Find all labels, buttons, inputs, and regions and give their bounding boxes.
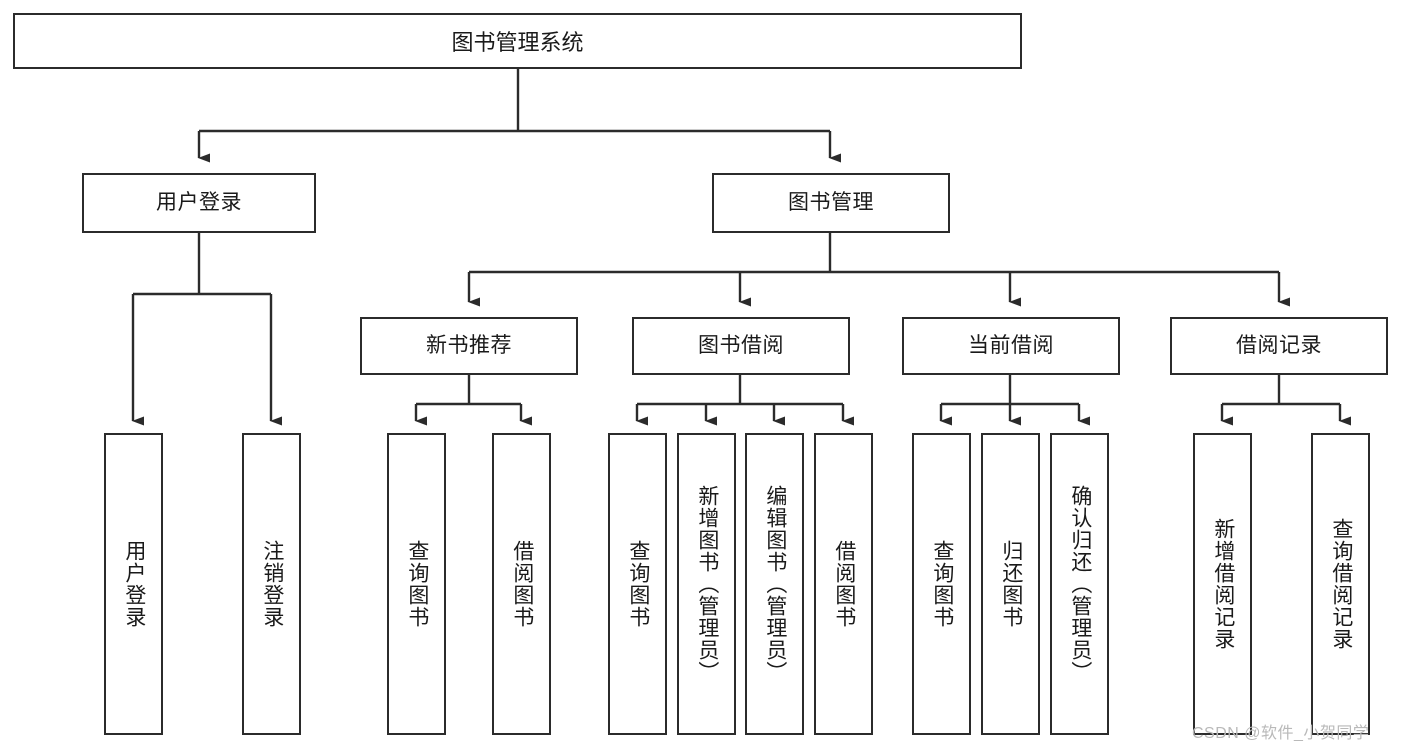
leaf-label: 借阅图书 (832, 540, 856, 628)
leaf-label: 注销登录 (260, 540, 284, 628)
leaf-logout[interactable]: 注销登录 (242, 433, 301, 735)
node-book-borrow[interactable]: 图书借阅 (632, 317, 850, 375)
leaf-borrow-book-recommend[interactable]: 借阅图书 (492, 433, 551, 735)
leaf-label: 借阅图书 (510, 540, 534, 628)
node-label: 图书管理系统 (451, 30, 584, 55)
node-book-management[interactable]: 图书管理 (712, 173, 950, 233)
leaf-label: 查询图书 (626, 540, 650, 628)
node-label: 借阅记录 (1236, 334, 1322, 358)
leaf-add-book-admin[interactable]: 新增图书（管理员） (677, 433, 736, 735)
leaf-label: 查询图书 (930, 540, 954, 628)
leaf-return-book[interactable]: 归还图书 (981, 433, 1040, 735)
node-label: 用户登录 (156, 191, 242, 215)
node-current-borrow[interactable]: 当前借阅 (902, 317, 1120, 375)
leaf-query-book-borrow[interactable]: 查询图书 (608, 433, 667, 735)
leaf-label: 查询图书 (405, 540, 429, 628)
leaf-user-login[interactable]: 用户登录 (104, 433, 163, 735)
node-borrow-records[interactable]: 借阅记录 (1170, 317, 1388, 375)
leaf-label: 新增图书（管理员） (695, 485, 719, 683)
leaf-borrow-book[interactable]: 借阅图书 (814, 433, 873, 735)
node-label: 新书推荐 (426, 334, 512, 358)
node-user-login[interactable]: 用户登录 (82, 173, 316, 233)
node-new-book-recommend[interactable]: 新书推荐 (360, 317, 578, 375)
node-root-system[interactable]: 图书管理系统 (13, 13, 1022, 69)
watermark: CSDN @软件_小贺同学 (1192, 725, 1370, 742)
leaf-query-borrow-record[interactable]: 查询借阅记录 (1311, 433, 1370, 735)
leaf-query-book-current[interactable]: 查询图书 (912, 433, 971, 735)
leaf-label: 归还图书 (999, 540, 1023, 628)
leaf-confirm-return-admin[interactable]: 确认归还（管理员） (1050, 433, 1109, 735)
node-label: 当前借阅 (968, 334, 1054, 358)
node-label: 图书借阅 (698, 334, 784, 358)
leaf-query-book-recommend[interactable]: 查询图书 (387, 433, 446, 735)
leaf-label: 查询借阅记录 (1329, 518, 1353, 650)
node-label: 图书管理 (788, 191, 874, 215)
leaf-add-borrow-record[interactable]: 新增借阅记录 (1193, 433, 1252, 735)
leaf-label: 新增借阅记录 (1211, 518, 1235, 650)
leaf-label: 编辑图书（管理员） (763, 485, 787, 683)
leaf-edit-book-admin[interactable]: 编辑图书（管理员） (745, 433, 804, 735)
leaf-label: 确认归还（管理员） (1068, 485, 1092, 683)
leaf-label: 用户登录 (122, 540, 146, 628)
